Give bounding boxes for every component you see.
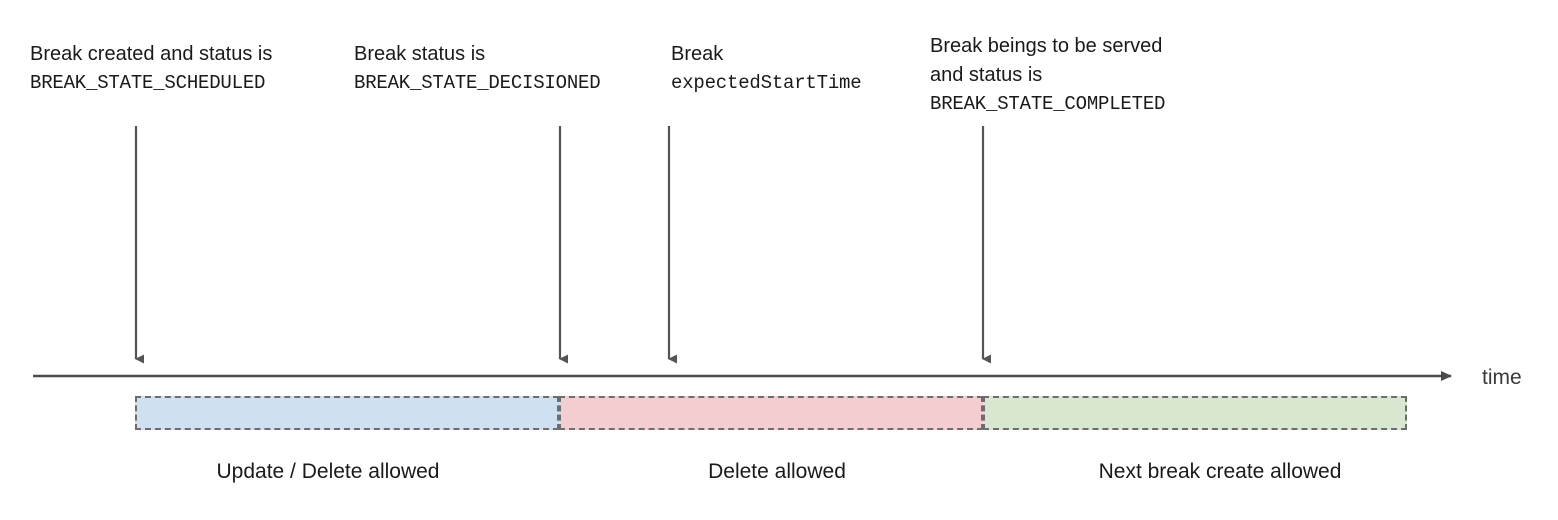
phase-bar-delete-allowed bbox=[559, 396, 983, 430]
axis-label-time: time bbox=[1482, 366, 1522, 389]
annotation-line: expectedStartTime bbox=[671, 72, 862, 94]
annotation-line: and status is bbox=[930, 64, 1043, 86]
phase-label-update-delete-allowed: Update / Delete allowed bbox=[216, 460, 440, 483]
annotation-line: Break bbox=[671, 43, 724, 65]
phase-label-delete-allowed: Delete allowed bbox=[708, 460, 846, 483]
annotation-line: Break status is bbox=[354, 43, 486, 65]
event-pointer-arrows bbox=[134, 126, 991, 364]
phase-label-next-break-create-allowed: Next break create allowed bbox=[1098, 460, 1342, 483]
annotation-line: BREAK_STATE_SCHEDULED bbox=[30, 72, 266, 94]
annotation-line: Break created and status is bbox=[30, 43, 273, 65]
annotation-line: Break beings to be served bbox=[930, 35, 1163, 57]
event-annotation-break-served: Break beings to be served and status is BR… bbox=[930, 32, 1165, 119]
event-annotation-break-decisioned: Break status is BREAK_STATE_DECISIONED bbox=[354, 40, 601, 98]
event-annotation-expected-start-time: Break expectedStartTime bbox=[671, 40, 862, 98]
annotation-line: BREAK_STATE_COMPLETED bbox=[930, 93, 1166, 115]
phase-bar-update-delete-allowed bbox=[135, 396, 559, 430]
phase-bar-next-break-create-allowed bbox=[983, 396, 1407, 430]
annotation-line: BREAK_STATE_DECISIONED bbox=[354, 72, 601, 94]
event-annotation-break-created: Break created and status is BREAK_STATE_S… bbox=[30, 40, 272, 98]
